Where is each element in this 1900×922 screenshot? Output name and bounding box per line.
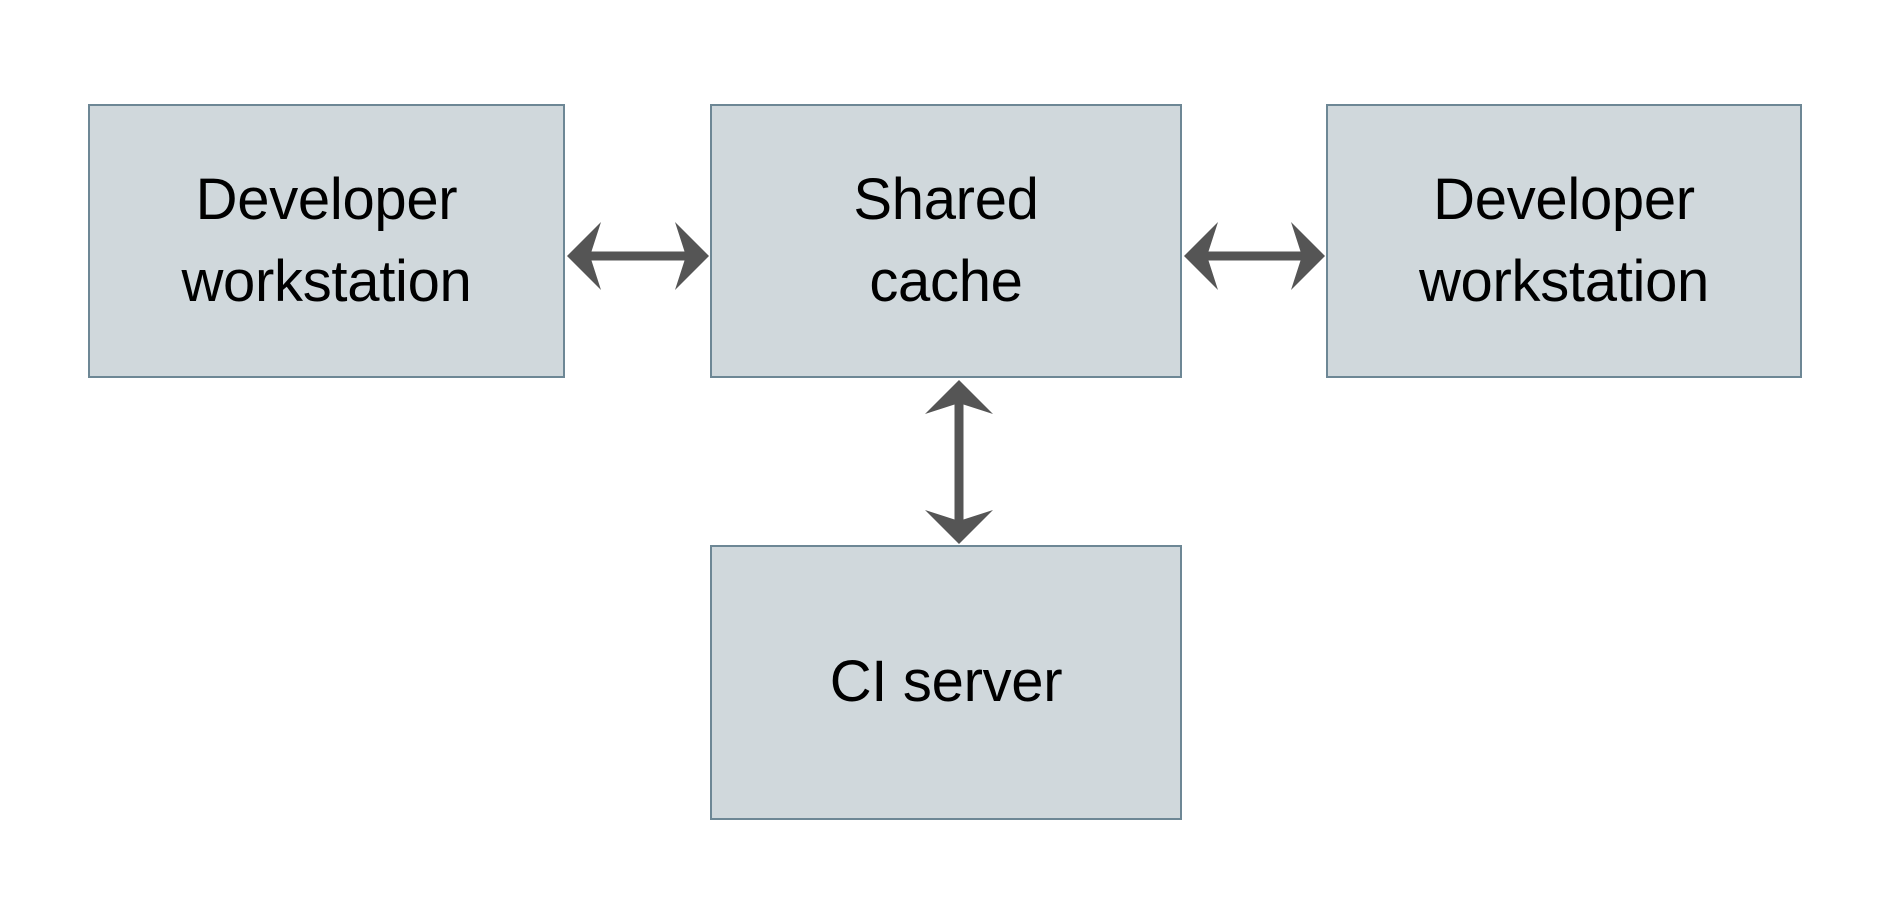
node-label: Developer workstation: [181, 166, 472, 314]
node-label: Shared cache: [853, 166, 1039, 314]
node-ci-server[interactable]: CI server: [710, 545, 1182, 820]
connector-edge-cache-ci-server: [925, 380, 993, 544]
arrow-head-start: [925, 380, 993, 544]
node-label: CI server: [829, 649, 1063, 715]
node-label: Developer workstation: [1418, 166, 1710, 314]
connector-edge-left-workstation-cache: [567, 222, 709, 290]
node-shared-cache[interactable]: Shared cache: [710, 104, 1182, 378]
arrow-head-start: [567, 222, 709, 290]
arrow-head-start: [1184, 222, 1325, 290]
connector-edge-cache-right-workstation: [1184, 222, 1325, 290]
node-developer-workstation-left[interactable]: Developer workstation: [88, 104, 565, 378]
node-developer-workstation-right[interactable]: Developer workstation: [1326, 104, 1802, 378]
